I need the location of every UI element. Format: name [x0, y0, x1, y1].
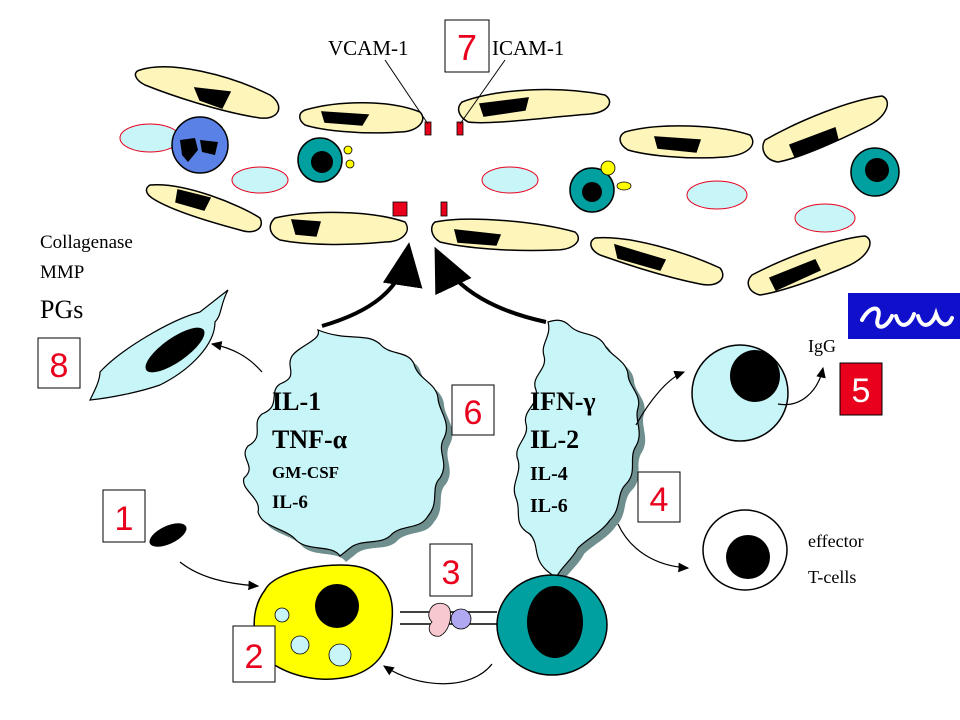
- collagenase-label: Collagenase: [40, 232, 133, 253]
- mhc-complex: [428, 602, 451, 637]
- cytokine-ifng: IFN-γ: [530, 387, 596, 416]
- vcam-marker: [424, 121, 432, 136]
- step-1-box: 1: [102, 489, 146, 543]
- svg-text:1: 1: [115, 500, 134, 538]
- plasma-cell: [691, 344, 789, 442]
- step-3-box: 3: [429, 543, 473, 597]
- macrophage-cytokine-cloud: IL-1 TNF-α GM-CSF IL-6: [243, 328, 453, 562]
- arrow-to-plasma-cell: [635, 370, 686, 426]
- arrow-to-effector: [617, 523, 690, 573]
- endothelial-cell: [134, 66, 280, 119]
- monocyte: [850, 147, 900, 197]
- vcam-marker-lower: [392, 201, 408, 217]
- icam-label: ICAM-1: [492, 36, 564, 60]
- cytokine-il1: IL-1: [272, 387, 321, 416]
- mmp-label: MMP: [40, 262, 84, 283]
- arrow-macrophage-to-vessel: [321, 242, 423, 328]
- cytokine-gmcsf: GM-CSF: [272, 463, 339, 482]
- red-blood-cell: [794, 203, 856, 233]
- endothelial-cell: [299, 101, 424, 134]
- icam-marker-lower: [440, 201, 448, 217]
- arrow-to-fibroblast: [210, 341, 263, 373]
- red-blood-cell: [231, 166, 289, 194]
- endothelial-cell: [269, 211, 408, 246]
- effector-label: effector: [808, 531, 864, 551]
- step-5-box: 5: [839, 362, 883, 416]
- step-2-box: 2: [232, 625, 276, 683]
- endothelial-cell: [762, 95, 889, 163]
- effector-t-cell: [702, 509, 788, 591]
- svg-text:5: 5: [852, 372, 871, 410]
- antigen: [149, 523, 187, 547]
- step-7-box: 7: [444, 19, 490, 73]
- arrow-tcell-to-apc: [383, 663, 493, 685]
- blue-neutrophil: [171, 116, 229, 174]
- cytokine-il4: IL-4: [530, 463, 568, 485]
- svg-text:8: 8: [50, 347, 69, 385]
- cytokine-il6-left: IL-6: [272, 492, 308, 513]
- step-4-box: 4: [637, 471, 681, 523]
- svg-text:6: 6: [464, 394, 483, 432]
- endothelial-cell: [619, 125, 754, 159]
- red-blood-cell: [119, 123, 181, 153]
- endothelial-cell: [590, 236, 724, 286]
- vcam-label: VCAM-1: [328, 36, 409, 60]
- monocyte-adhering: [297, 137, 355, 183]
- endothelial-cell: [430, 218, 580, 252]
- svg-text:7: 7: [457, 27, 477, 68]
- t-helper-cell: [496, 574, 608, 676]
- endothelial-cell: [457, 88, 611, 124]
- step-8-box: 8: [37, 337, 81, 389]
- red-blood-cell: [481, 166, 539, 194]
- tcell-cytokine-cloud: IFN-γ IL-2 IL-4 IL-6: [513, 319, 646, 584]
- monocyte-adhering: [569, 160, 632, 213]
- red-blood-cells: [119, 123, 856, 233]
- cytokine-tnf: TNF-α: [272, 425, 348, 454]
- icam-pointer: [459, 59, 506, 125]
- antigen-presenting-cell: [253, 564, 394, 680]
- tcells-label: T-cells: [808, 567, 856, 587]
- red-blood-cell: [686, 180, 748, 210]
- fibroblast: [88, 289, 229, 401]
- arrow-antigen-to-apc: [179, 561, 260, 591]
- adhesion-markers: [392, 121, 464, 217]
- igg-label: IgG: [808, 336, 836, 356]
- arrow-tcell-to-vessel: [434, 246, 547, 324]
- svg-text:4: 4: [650, 481, 669, 519]
- endothelial-cell: [145, 184, 262, 233]
- arrow-to-igg: [777, 366, 826, 406]
- t-cell-receptor: [450, 608, 472, 630]
- immune-synapse: [400, 602, 497, 637]
- vcam-pointer: [384, 59, 429, 125]
- cytokine-il6-right: IL-6: [530, 495, 568, 517]
- endothelial-cell: [747, 235, 871, 296]
- svg-text:3: 3: [442, 554, 461, 592]
- endothelial-layer: [134, 66, 889, 296]
- pgs-label: PGs: [40, 295, 83, 324]
- cytokine-il2: IL-2: [530, 425, 579, 454]
- icam-marker: [456, 121, 464, 136]
- script-logo-icon: [848, 293, 960, 339]
- svg-text:2: 2: [245, 638, 264, 676]
- step-6-box: 6: [451, 384, 495, 436]
